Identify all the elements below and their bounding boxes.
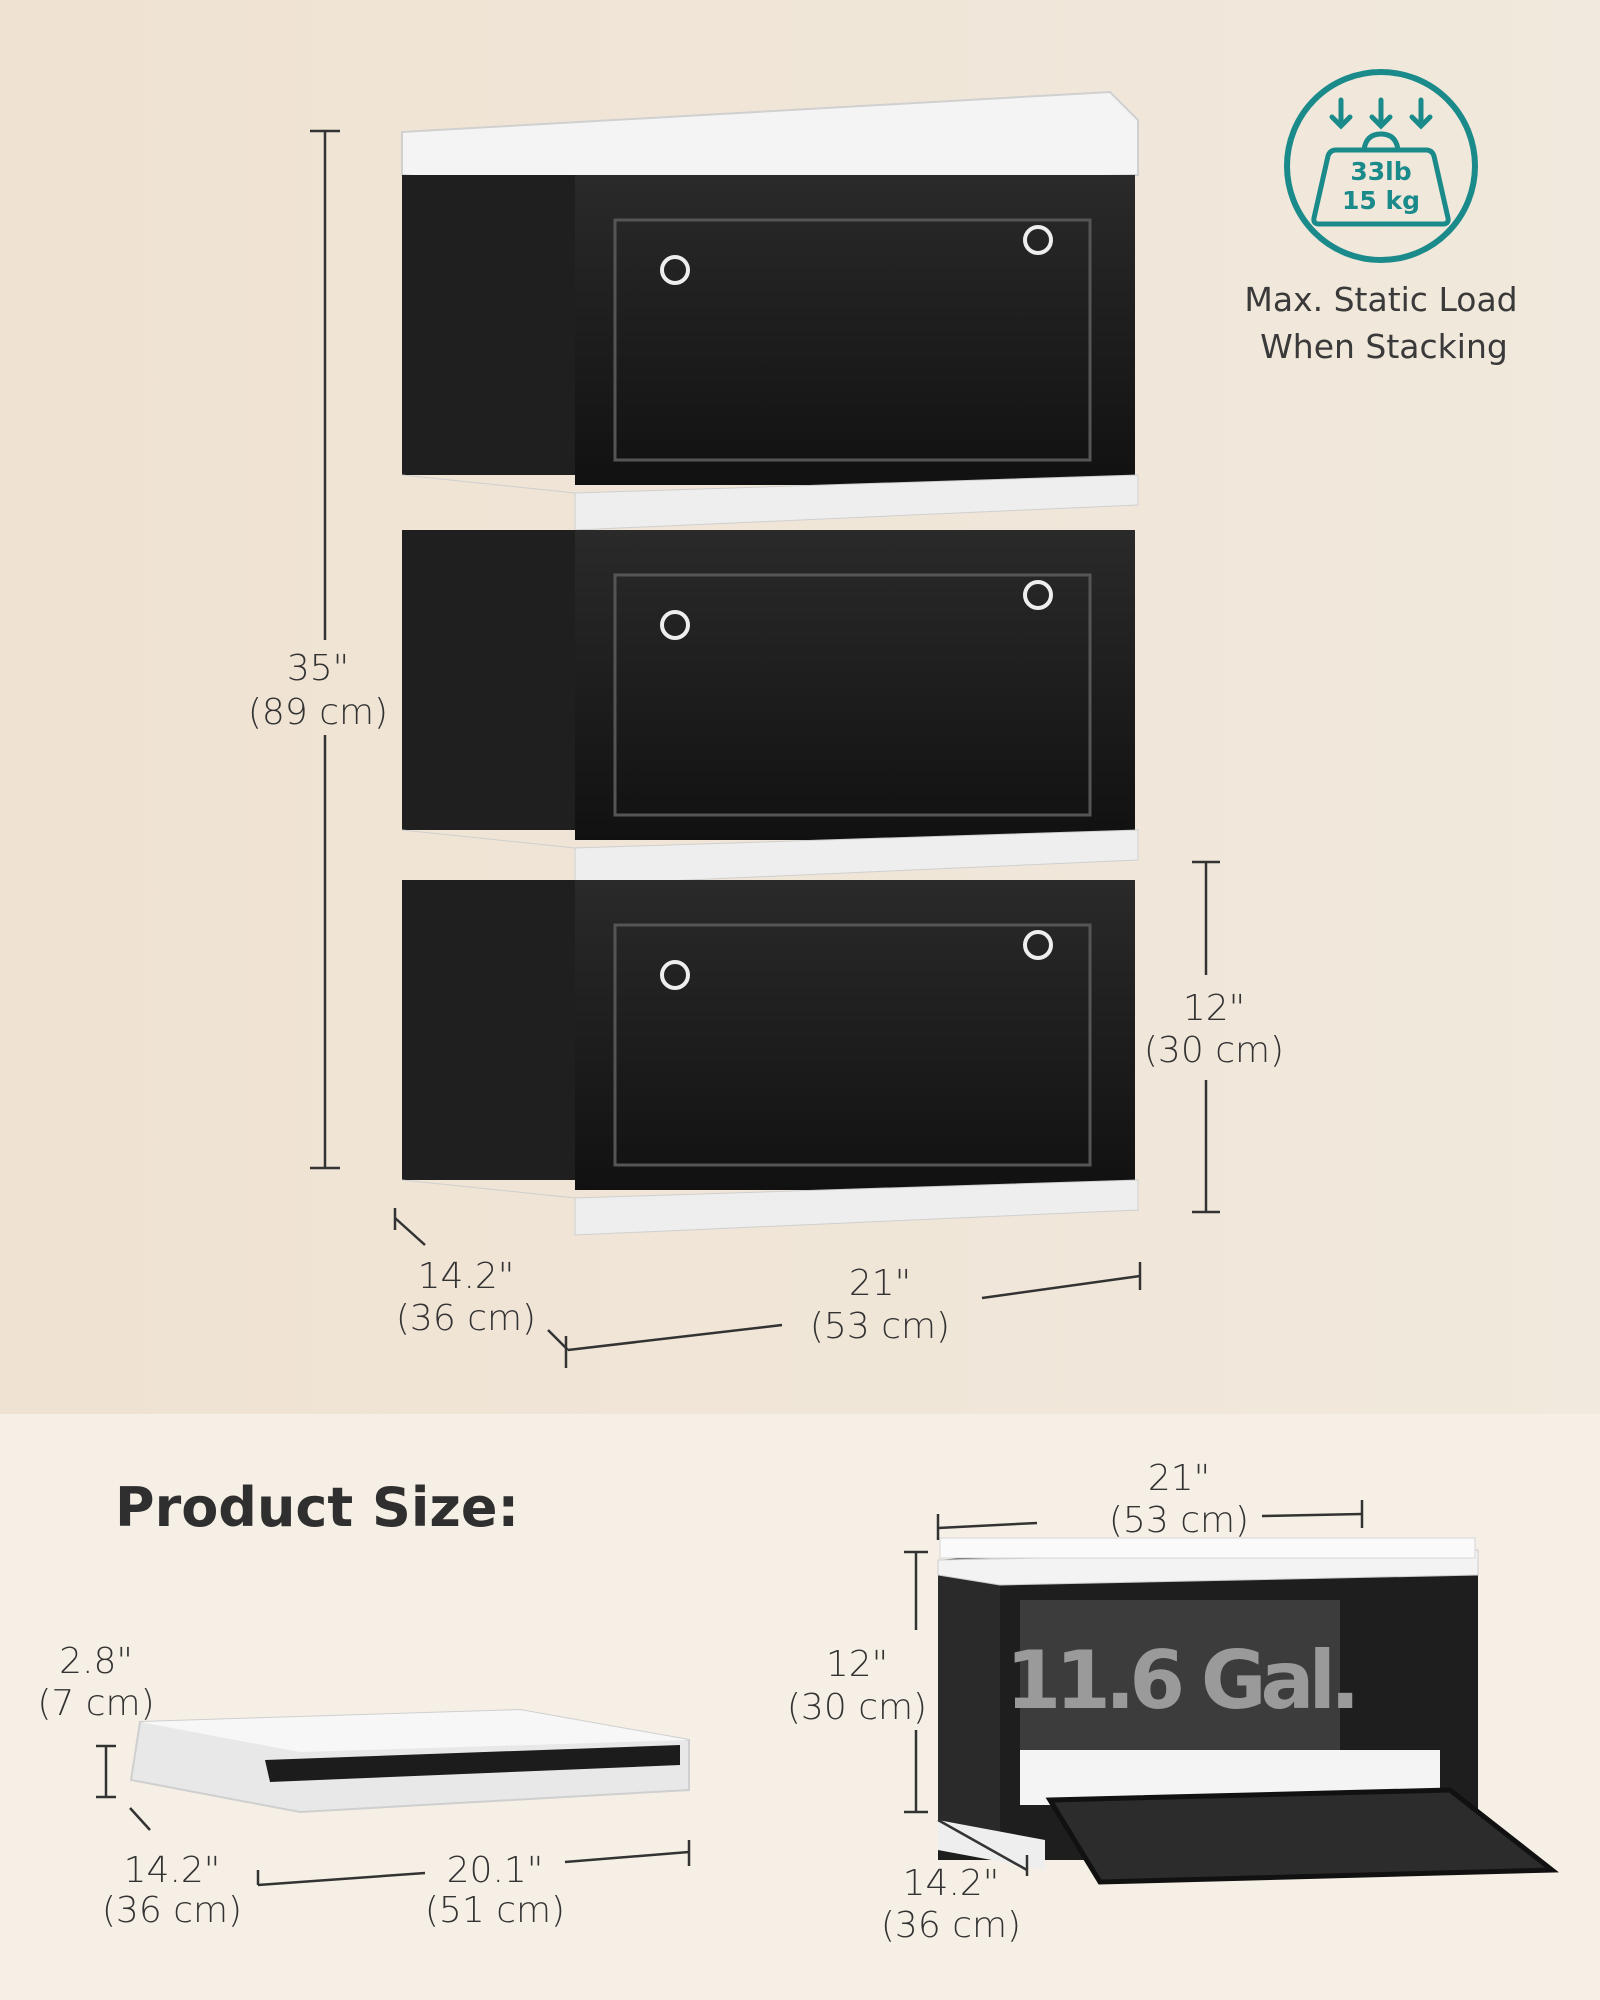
folded-width-in: 20.1" xyxy=(447,1850,544,1891)
width-cm-label: (53 cm) xyxy=(810,1306,950,1347)
depth-dimension: 14.2" (36 cm) xyxy=(393,1208,569,1368)
open-box-dimensions: 21" (53 cm) 12" (30 cm) 14.2" (36 cm) xyxy=(787,1458,1364,1946)
box-base-rim xyxy=(401,474,1139,531)
box-door-frame xyxy=(613,923,1092,1167)
box-door-frame xyxy=(613,573,1092,817)
load-caption-line1: Max. Static Load xyxy=(1244,280,1517,319)
box-side-panel xyxy=(402,175,577,475)
folded-height-cm: (7 cm) xyxy=(37,1683,154,1724)
open-box-illustration: 11.6 Gal. xyxy=(937,1537,1560,1885)
door-latch-icon xyxy=(1023,930,1053,960)
depth-in-label: 14.2" xyxy=(418,1256,515,1297)
box-height-cm-label: (30 cm) xyxy=(1144,1030,1284,1071)
capacity-label: 11.6 Gal. xyxy=(1006,1634,1355,1727)
box-door-frame xyxy=(613,218,1092,462)
stacked-boxes-illustration xyxy=(401,90,1139,1236)
door-latch-icon xyxy=(660,960,690,990)
open-width-in: 21" xyxy=(1148,1458,1210,1499)
box-side-panel xyxy=(402,530,577,830)
width-dimension: 21" (53 cm) xyxy=(567,1262,1142,1352)
load-badge-circle xyxy=(1284,69,1478,263)
open-width-cm: (53 cm) xyxy=(1109,1500,1249,1541)
box-height-in-label: 12" xyxy=(1183,988,1245,1029)
open-height-cm: (30 cm) xyxy=(787,1687,927,1728)
down-arrows-icon xyxy=(1329,97,1433,130)
door-latch-icon xyxy=(660,255,690,285)
folded-width-cm: (51 cm) xyxy=(425,1890,565,1931)
load-kg-label: 15 kg xyxy=(1342,186,1420,215)
box-side-panel xyxy=(402,880,577,1180)
open-depth-in: 14.2" xyxy=(903,1863,1000,1904)
folded-height-in: 2.8" xyxy=(59,1641,133,1682)
door-latch-icon xyxy=(1023,225,1053,255)
load-lb-label: 33lb xyxy=(1350,157,1411,186)
width-in-label: 21" xyxy=(849,1263,911,1304)
load-caption-line2: When Stacking xyxy=(1260,327,1508,366)
box-base-rim xyxy=(401,829,1139,886)
door-latch-icon xyxy=(660,610,690,640)
folded-depth-in: 14.2" xyxy=(124,1850,221,1891)
depth-cm-label: (36 cm) xyxy=(396,1298,536,1339)
open-height-in: 12" xyxy=(826,1644,888,1685)
weight-load-icon xyxy=(1311,131,1451,227)
folded-dimensions: 2.8" (7 cm) 14.2" (36 cm) 20.1" (51 cm) xyxy=(37,1641,691,1931)
open-depth-cm: (36 cm) xyxy=(881,1905,1021,1946)
max-load-badge: 33lb 15 kg Max. Static Load When Stackin… xyxy=(1244,69,1518,366)
box-height-dimension: 12" (30 cm) xyxy=(1144,860,1284,1214)
door-latch-icon xyxy=(1023,580,1053,610)
box-base-rim xyxy=(401,1179,1139,1236)
folded-box-illustration xyxy=(129,1708,690,1814)
product-size-title: Product Size: xyxy=(115,1476,519,1539)
height-cm-label: (89 cm) xyxy=(248,692,388,733)
total-height-dimension: 35" (89 cm) xyxy=(248,129,388,1170)
folded-depth-cm: (36 cm) xyxy=(102,1890,242,1931)
height-in-label: 35" xyxy=(287,648,349,689)
